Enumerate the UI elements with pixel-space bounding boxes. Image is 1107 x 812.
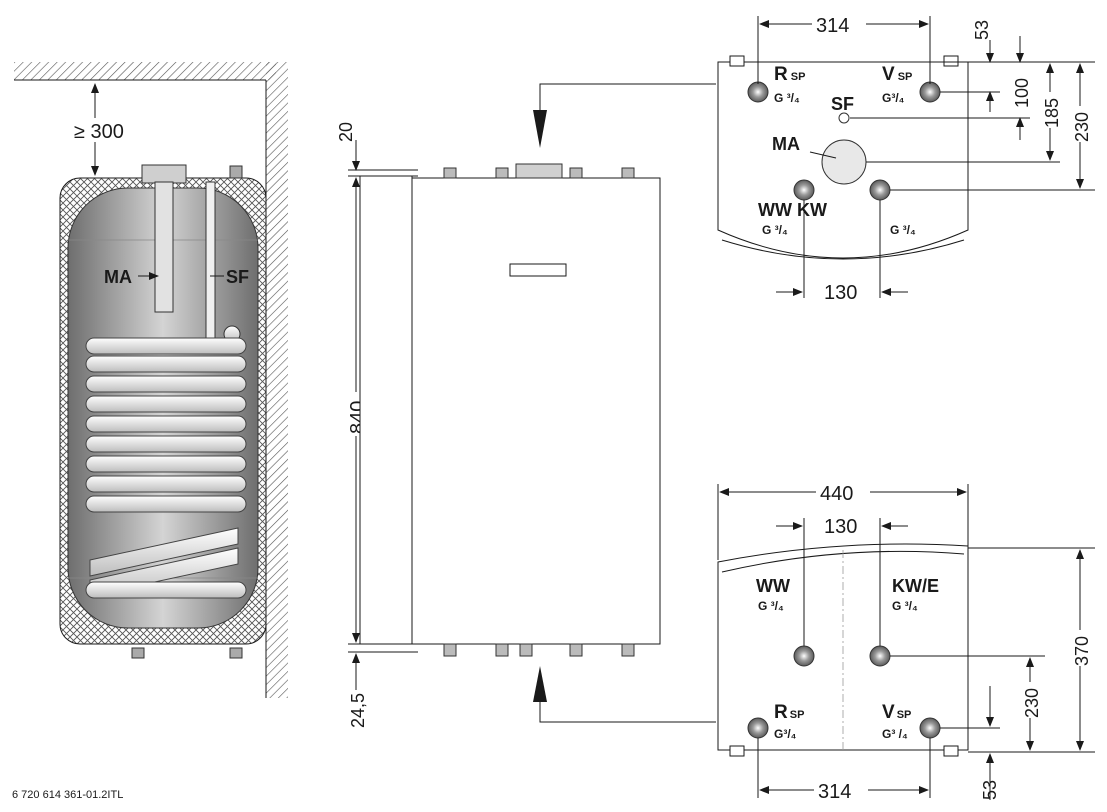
bottom-ww-thread: G ³/₄ <box>758 599 784 613</box>
ceiling-hatch <box>14 62 276 80</box>
wall-hatch <box>266 62 288 698</box>
top-kw-thread: G ³/₄ <box>890 223 916 237</box>
tank-top-cap <box>141 164 187 184</box>
heat-coil <box>85 325 247 599</box>
bottom-ww-label: WW <box>756 576 790 596</box>
bottom-view: 440 130 370 230 53 314 WW G ³ <box>717 480 1095 803</box>
anode-rod <box>154 181 174 313</box>
bottom-dim-230: 230 <box>1022 688 1042 718</box>
front-view: 20 840 24,5 <box>336 83 716 728</box>
front-dim-bottom: 24,5 <box>348 693 368 728</box>
top-dim-230: 230 <box>1072 112 1092 142</box>
tank-section: ≥ 300 MA SF <box>14 62 288 698</box>
clearance-label: ≥ 300 <box>74 121 124 143</box>
top-dim-185: 185 <box>1042 98 1062 128</box>
top-dim-100: 100 <box>1012 78 1032 108</box>
top-dim-314: 314 <box>816 15 849 37</box>
bottom-dim-53: 53 <box>980 780 1000 800</box>
bottom-dim-130: 130 <box>824 516 857 538</box>
bottom-dim-370: 370 <box>1072 636 1092 666</box>
label-ma: MA <box>104 267 132 287</box>
top-v-thread: G³/₄ <box>882 91 905 105</box>
top-sf-label: SF <box>831 94 854 114</box>
sensor-tube <box>205 181 216 343</box>
document-number: 6 720 614 361-01.2ITL <box>12 789 123 801</box>
bottom-dim-440: 440 <box>820 483 853 505</box>
bottom-dim-314: 314 <box>818 781 851 803</box>
top-r-thread: G ³/₄ <box>774 91 800 105</box>
top-ma-label: MA <box>772 134 800 154</box>
top-dim-53: 53 <box>972 20 992 40</box>
bottom-v-thread: G³ /₄ <box>882 727 908 741</box>
top-dim-130: 130 <box>824 282 857 304</box>
top-ww-thread: G ³/₄ <box>762 223 788 237</box>
front-side-panel <box>359 175 413 645</box>
bottom-kwe-label: KW/E <box>892 576 939 596</box>
top-wwkw-label: WW KW <box>758 200 827 220</box>
front-display <box>509 263 567 277</box>
front-panel <box>411 177 661 645</box>
front-dim-top: 20 <box>336 122 356 142</box>
label-sf: SF <box>226 267 249 287</box>
bottom-kwe-thread: G ³/₄ <box>892 599 918 613</box>
bottom-r-thread: G³/₄ <box>774 727 797 741</box>
